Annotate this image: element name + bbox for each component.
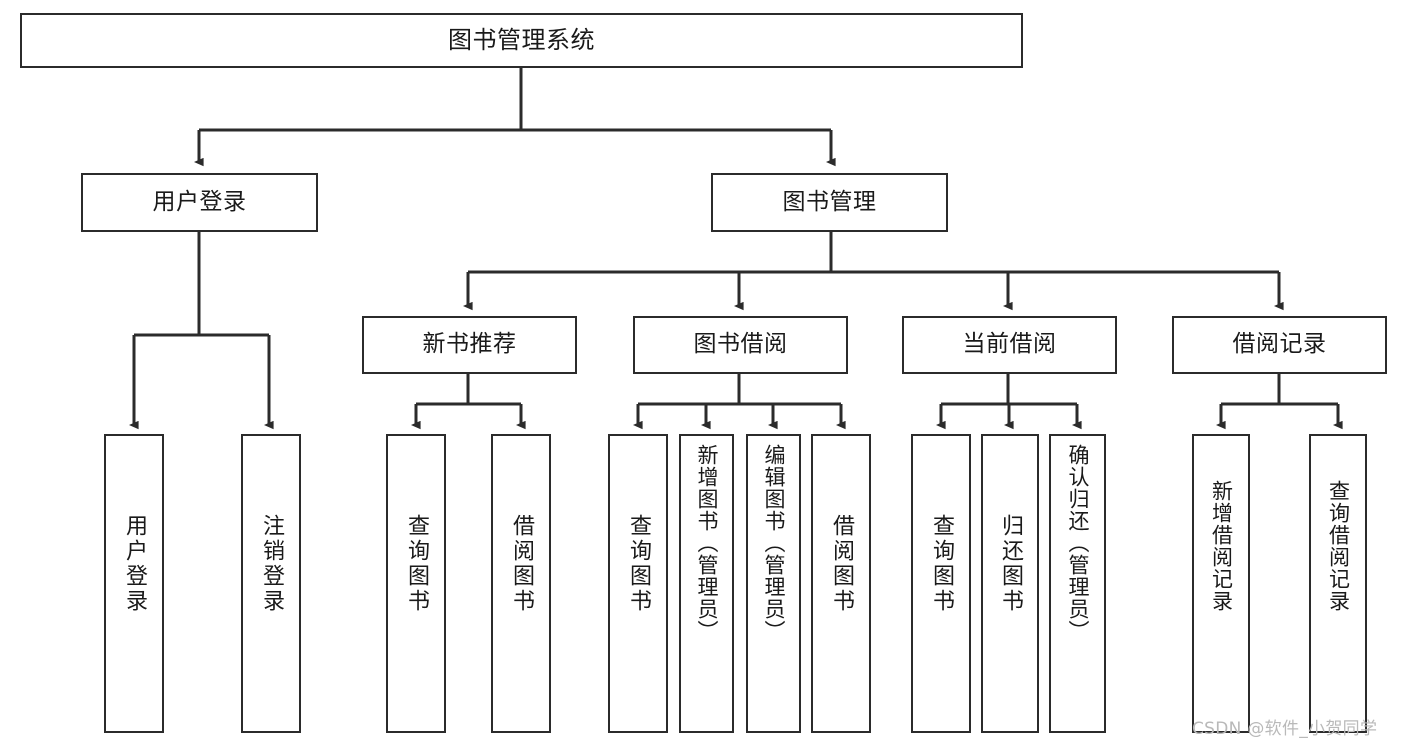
node-borrow-record-label: 借阅记录 [1232, 331, 1327, 358]
node-current-borrow[interactable]: 当前借阅 [902, 316, 1117, 374]
node-user-login[interactable]: 用户登录 [81, 173, 318, 232]
node-leaf-query-book-1[interactable]: 查询图书 [386, 434, 446, 733]
node-leaf-logout-login[interactable]: 注销登录 [241, 434, 301, 733]
node-leaf-confirm-return[interactable]: 确认归还（管理员） [1049, 434, 1106, 733]
node-leaf-logout-login-label: 注销登录 [259, 514, 284, 614]
node-leaf-borrow-book-2-label: 借阅图书 [829, 514, 854, 614]
node-leaf-query-record[interactable]: 查询借阅记录 [1309, 434, 1367, 733]
node-leaf-query-book-3[interactable]: 查询图书 [911, 434, 971, 733]
node-leaf-query-book-1-label: 查询图书 [404, 514, 429, 614]
node-current-borrow-label: 当前借阅 [962, 331, 1057, 358]
node-leaf-edit-book-label: 编辑图书（管理员） [762, 444, 786, 642]
node-user-login-label: 用户登录 [152, 188, 247, 215]
node-leaf-add-book[interactable]: 新增图书（管理员） [679, 434, 734, 733]
csdn-watermark: CSDN @软件_小贺同学 [1192, 719, 1378, 739]
node-leaf-borrow-book-2[interactable]: 借阅图书 [811, 434, 871, 733]
node-leaf-user-login[interactable]: 用户登录 [104, 434, 164, 733]
node-leaf-borrow-book-1-label: 借阅图书 [509, 514, 534, 614]
node-book-borrow[interactable]: 图书借阅 [633, 316, 848, 374]
node-new-book-recommend-label: 新书推荐 [422, 331, 517, 358]
node-borrow-record[interactable]: 借阅记录 [1172, 316, 1387, 374]
node-leaf-confirm-return-label: 确认归还（管理员） [1066, 444, 1090, 642]
node-leaf-user-login-label: 用户登录 [122, 514, 147, 614]
node-book-manage-label: 图书管理 [782, 188, 877, 215]
node-leaf-return-book[interactable]: 归还图书 [981, 434, 1039, 733]
node-leaf-add-book-label: 新增图书（管理员） [695, 444, 719, 642]
node-leaf-query-record-label: 查询借阅记录 [1326, 480, 1351, 612]
node-book-manage[interactable]: 图书管理 [711, 173, 948, 232]
node-leaf-query-book-2-label: 查询图书 [626, 514, 651, 614]
node-book-borrow-label: 图书借阅 [693, 331, 788, 358]
node-leaf-query-book-3-label: 查询图书 [929, 514, 954, 614]
node-leaf-add-record[interactable]: 新增借阅记录 [1192, 434, 1250, 733]
node-leaf-edit-book[interactable]: 编辑图书（管理员） [746, 434, 801, 733]
node-leaf-add-record-label: 新增借阅记录 [1209, 480, 1234, 612]
node-leaf-borrow-book-1[interactable]: 借阅图书 [491, 434, 551, 733]
node-leaf-query-book-2[interactable]: 查询图书 [608, 434, 668, 733]
node-root-label: 图书管理系统 [448, 26, 595, 55]
node-leaf-return-book-label: 归还图书 [998, 514, 1023, 614]
node-root[interactable]: 图书管理系统 [20, 13, 1023, 68]
node-new-book-recommend[interactable]: 新书推荐 [362, 316, 577, 374]
